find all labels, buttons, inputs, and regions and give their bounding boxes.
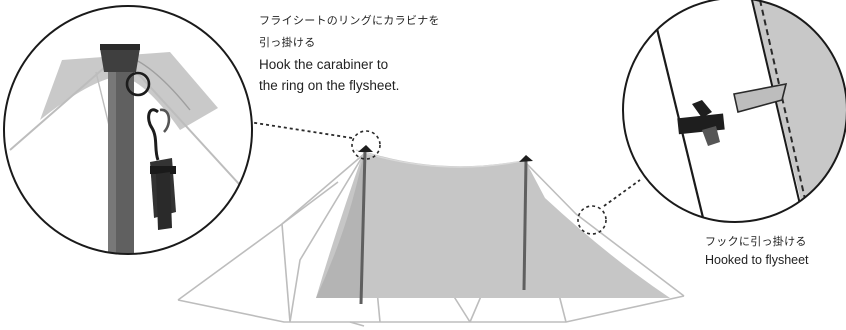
callout-right-ja: フックに引っ掛ける [705, 236, 807, 248]
right-pole-tip [519, 155, 533, 162]
flysheet [316, 151, 670, 298]
tent [177, 145, 685, 327]
magnifier-right [623, 0, 846, 222]
callout-left-ja-line2: 引っ掛ける [259, 37, 316, 49]
left-pole-tip [358, 145, 373, 152]
callout-left-en-line2: the ring on the flysheet. [259, 78, 400, 93]
magnifier-left-border [3, 5, 253, 255]
detail-marker-top [351, 130, 381, 160]
leader-line-left [235, 119, 353, 139]
detail-marker-side [577, 205, 607, 235]
leader-line-right [603, 179, 641, 207]
flysheet-shadow [316, 151, 364, 298]
magnifier-right-border [622, 0, 846, 223]
left-pole [359, 150, 367, 305]
callout-right-en: Hooked to flysheet [705, 253, 809, 267]
right-pole [522, 159, 528, 291]
callout-left-en-line1: Hook the carabiner to [259, 57, 389, 72]
callout-left-ja-line1: フライシートのリングにカラビナを [259, 15, 440, 27]
magnifier-left [4, 6, 252, 254]
